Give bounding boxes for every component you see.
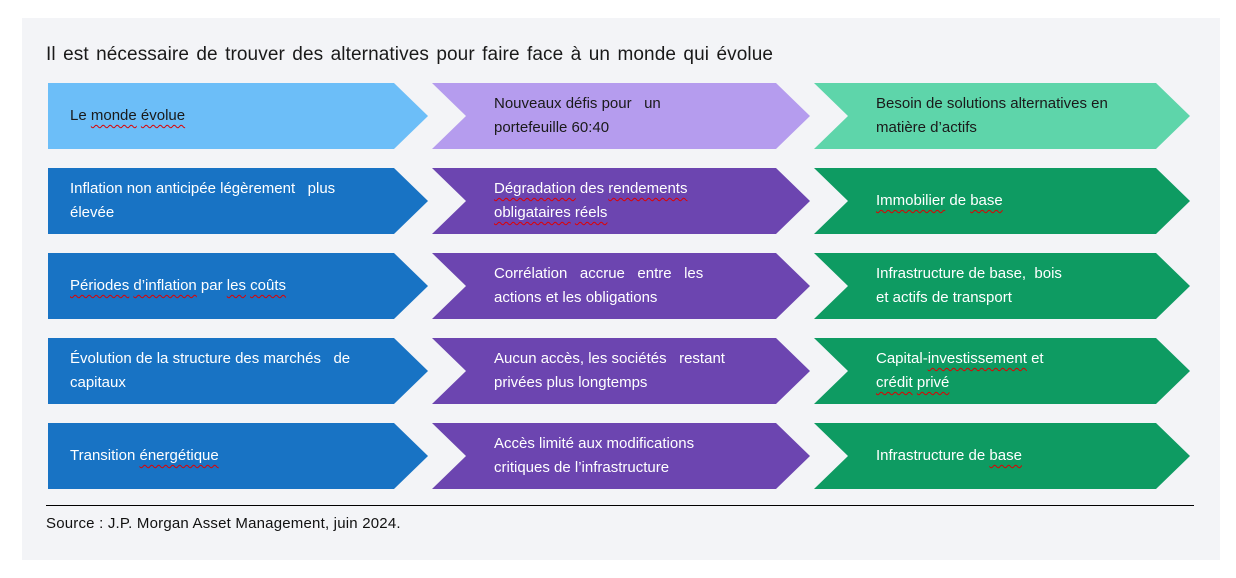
- misspelled-text: investissement: [927, 350, 1027, 367]
- text-segment: de: [945, 192, 971, 209]
- arrow-challenge-row5: Accès limité aux modifications critiques…: [432, 423, 810, 489]
- text-segment: Accès limité aux modifications critiques…: [494, 435, 695, 476]
- arrow-challenge-row4: Aucun accès, les sociétés restant privée…: [432, 338, 810, 404]
- text-segment: Aucun accès, les sociétés restant privée…: [494, 350, 725, 391]
- misspelled-text: réels: [574, 204, 608, 221]
- arrow-label: Évolution de la structure des marchés de…: [70, 347, 350, 395]
- text-segment: Évolution de la structure des marchés de…: [70, 350, 351, 391]
- misspelled-text: évolue: [140, 107, 186, 124]
- misspelled-text: privé: [916, 374, 950, 391]
- text-segment: et: [1026, 350, 1044, 367]
- misspelled-text: obligataires: [494, 204, 571, 221]
- misspelled-text: monde: [90, 107, 137, 124]
- arrow-challenge-row1: Nouveaux défis pour un portefeuille 60:4…: [432, 83, 810, 149]
- misspelled-text: crédit: [876, 374, 913, 391]
- arrow-solution-row5: Infrastructure de base: [814, 423, 1190, 489]
- text-segment: Infrastructure de base, bois et actifs d…: [876, 265, 1062, 306]
- arrow-challenge-row3: Corrélation accrue entre les actions et …: [432, 253, 810, 319]
- arrow-label: Nouveaux défis pour un portefeuille 60:4…: [494, 92, 661, 140]
- arrow-solution-row3: Infrastructure de base, bois et actifs d…: [814, 253, 1190, 319]
- slide-panel: Il est nécessaire de trouver des alterna…: [22, 18, 1220, 560]
- arrow-label: Besoin de solutions alternatives en mati…: [876, 92, 1108, 140]
- text-segment: des: [575, 180, 609, 197]
- arrow-driver-row3: Périodes d’inflation par les coûts: [48, 253, 428, 319]
- arrow-solution-row2: Immobilier de base: [814, 168, 1190, 234]
- misspelled-text: base: [989, 447, 1022, 464]
- text-segment: Inflation non anticipée légèrement plus …: [70, 180, 336, 221]
- page-title: Il est nécessaire de trouver des alterna…: [46, 44, 774, 65]
- text-segment: par: [196, 277, 227, 294]
- arrow-label: Dégradation des rendements obligataires …: [494, 177, 687, 225]
- arrow-label: Accès limité aux modifications critiques…: [494, 432, 694, 480]
- arrow-label: Immobilier de base: [876, 189, 1003, 213]
- arrow-label: Infrastructure de base: [876, 444, 1022, 468]
- arrow-solution-row1: Besoin de solutions alternatives en mati…: [814, 83, 1190, 149]
- misspelled-text: Immobilier: [876, 192, 946, 209]
- arrow-label: Corrélation accrue entre les actions et …: [494, 262, 703, 310]
- misspelled-text: d’inflation: [133, 277, 197, 294]
- misspelled-text: Périodes: [70, 277, 130, 294]
- arrow-driver-row2: Inflation non anticipée légèrement plus …: [48, 168, 428, 234]
- misspelled-text: base: [970, 192, 1003, 209]
- text-segment: Capital-: [876, 350, 928, 367]
- text-segment: Nouveaux défis pour un portefeuille 60:4…: [494, 95, 661, 136]
- text-segment: Corrélation accrue entre les actions et …: [494, 265, 704, 306]
- source-note: Source : J.P. Morgan Asset Management, j…: [46, 515, 401, 532]
- arrow-label: Aucun accès, les sociétés restant privée…: [494, 347, 725, 395]
- arrow-driver-row4: Évolution de la structure des marchés de…: [48, 338, 428, 404]
- divider: [46, 505, 1194, 506]
- arrow-solution-row4: Capital-investissement et crédit privé: [814, 338, 1190, 404]
- misspelled-text: Dégradation: [494, 180, 576, 197]
- text-segment: Le: [70, 107, 91, 124]
- misspelled-text: les: [226, 277, 246, 294]
- misspelled-text: coûts: [250, 277, 286, 294]
- arrow-driver-row5: Transition énergétique: [48, 423, 428, 489]
- arrow-label: Inflation non anticipée légèrement plus …: [70, 177, 335, 225]
- text-segment: Besoin de solutions alternatives en mati…: [876, 95, 1108, 136]
- arrow-label: Capital-investissement et crédit privé: [876, 347, 1044, 395]
- misspelled-text: rendements: [608, 180, 688, 197]
- text-segment: Transition: [70, 447, 140, 464]
- misspelled-text: énergétique: [139, 447, 219, 464]
- arrow-label: Le monde évolue: [70, 104, 185, 128]
- text-segment: Infrastructure de: [876, 447, 990, 464]
- arrow-label: Transition énergétique: [70, 444, 219, 468]
- arrow-label: Périodes d’inflation par les coûts: [70, 274, 286, 298]
- arrow-challenge-row2: Dégradation des rendements obligataires …: [432, 168, 810, 234]
- arrow-driver-row1: Le monde évolue: [48, 83, 428, 149]
- arrow-label: Infrastructure de base, bois et actifs d…: [876, 262, 1062, 310]
- arrow-grid: Le monde évolue Nouveaux défis pour un po…: [48, 83, 1220, 489]
